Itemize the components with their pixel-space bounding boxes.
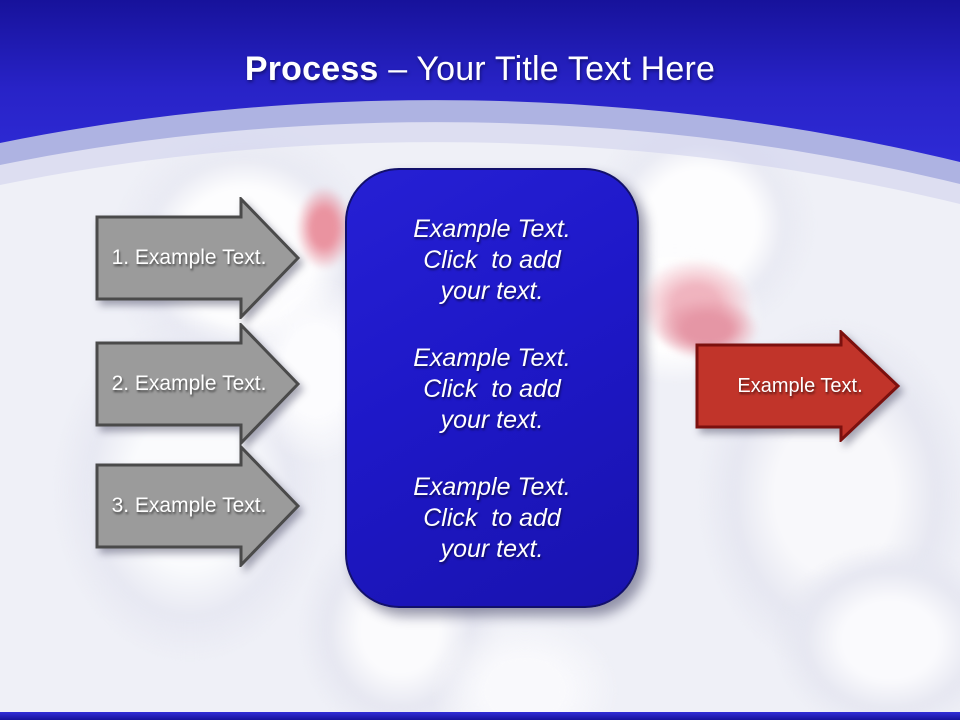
footer-accent-bar [0,712,960,720]
process-arrow-3[interactable]: 3. Example Text. [95,445,301,567]
right-arrow-shape [695,330,901,442]
figure-legs-right [775,545,960,720]
right-arrow-shape [95,445,301,567]
placeholder-paragraph-2[interactable]: Example Text. Click to add your text. [413,344,571,434]
boxing-glove-left-shape [296,186,352,270]
process-arrow-1-label[interactable]: 1. Example Text. [111,246,267,269]
center-text-box[interactable]: Example Text. Click to add your text. Ex… [345,168,639,608]
header-blue-area [0,0,960,162]
placeholder-paragraph-1[interactable]: Example Text. Click to add your text. [413,215,571,305]
right-arrow-shape [95,323,301,445]
process-arrow-3-label[interactable]: 3. Example Text. [111,494,267,517]
placeholder-paragraph-3[interactable]: Example Text. Click to add your text. [413,473,571,563]
process-arrow-2-label[interactable]: 2. Example Text. [111,372,267,395]
right-arrow-shape [95,197,301,319]
title-regular-text: – Your Title Text Here [378,50,716,88]
process-arrow-1[interactable]: 1. Example Text. [95,197,301,319]
result-arrow-label[interactable]: Example Text. [737,374,863,397]
result-arrow[interactable]: Example Text. [695,330,901,442]
slide-title[interactable]: Process – Your Title Text Here [0,50,960,89]
process-arrow-2[interactable]: 2. Example Text. [95,323,301,445]
header-band [0,0,960,204]
title-bold-text: Process [244,50,379,88]
